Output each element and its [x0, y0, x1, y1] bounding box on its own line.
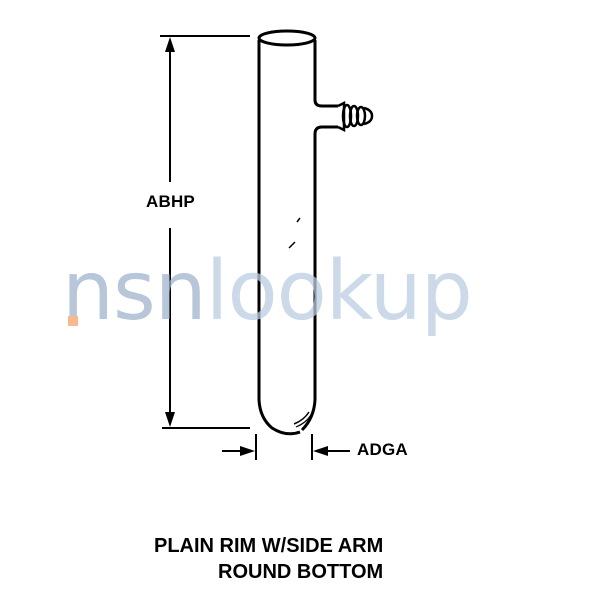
diameter-dimension-label: ADGA — [357, 440, 408, 459]
glass-highlight-2 — [288, 241, 296, 249]
diameter-arrow-left — [240, 446, 255, 456]
tube-left-wall — [257, 40, 301, 436]
height-arrow-top — [165, 37, 175, 52]
tube-bottom-highlight — [293, 411, 310, 425]
glass-highlight-1 — [296, 217, 301, 223]
caption-line-1: PLAIN RIM W/SIDE ARM — [154, 535, 384, 557]
diameter-arrow-right — [313, 446, 328, 456]
caption-line-2: ROUND BOTTOM — [218, 561, 384, 583]
tube-right-wall-lower — [300, 125, 338, 432]
tube-right-wall-upper — [313, 40, 338, 108]
height-arrow-bottom — [165, 412, 175, 427]
tube-bottom-highlight-2 — [295, 414, 312, 428]
side-arm-barb — [337, 100, 374, 133]
tube-rim — [257, 29, 317, 47]
height-dimension-label: ABHP — [146, 192, 195, 211]
